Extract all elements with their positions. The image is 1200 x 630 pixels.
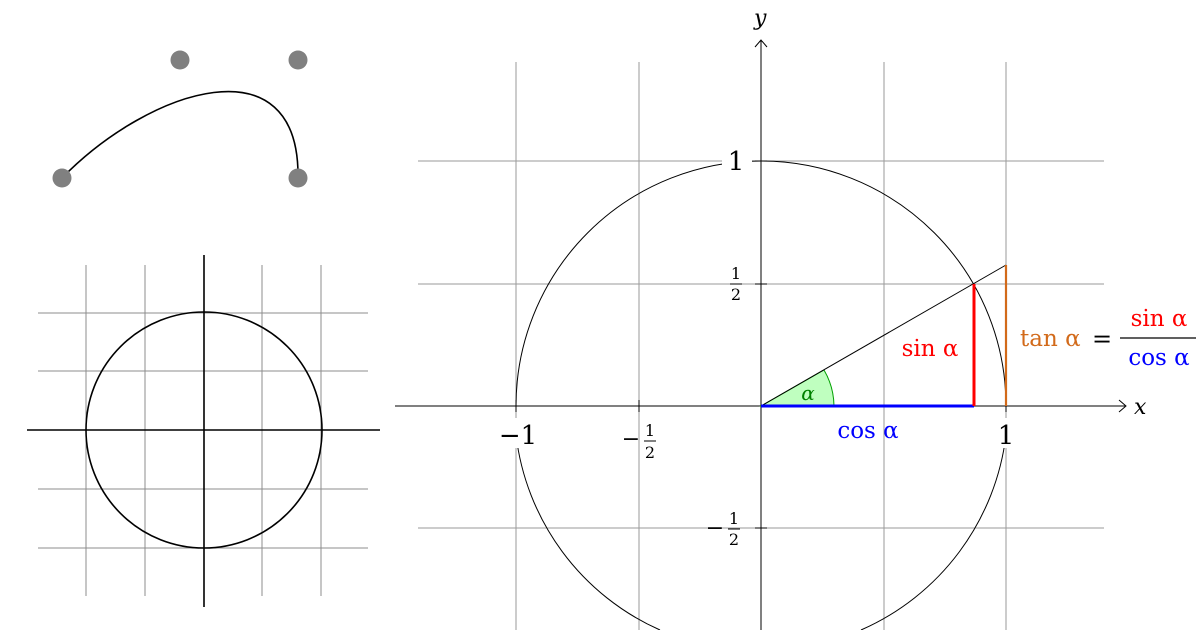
alpha-label: α [801,381,815,405]
x-axis-label: x [1134,395,1147,420]
x-tick-label-neg-half: − 1 2 [622,421,656,462]
bezier-panel [52,50,308,188]
bezier-end-point [288,168,308,188]
unit-circle-panel: x y −1 − 1 2 1 1 1 2 − 1 2 α sin α cos α [395,6,1196,630]
y-tick-half-num: 1 [731,264,741,283]
x-tick-neg-half-den: 2 [645,443,655,462]
tick-marks [515,160,1007,529]
x-tick-neg-half-sign: − [622,427,640,452]
y-tick-neg-half-sign: − [706,516,724,541]
small-circle [85,311,323,549]
y-tick-half-den: 2 [731,285,741,304]
tan-fraction-numerator: sin α [1131,306,1188,332]
bezier-control-point-1 [170,50,190,70]
unit-circle-lower-right-arc [860,434,1007,630]
x-tick-neg-half-num: 1 [645,421,655,440]
y-axis-label: y [753,6,767,31]
y-tick-neg-half-den: 2 [729,530,739,549]
y-tick-label-one: 1 [728,147,745,177]
x-tick-label-one: 1 [998,421,1015,451]
label-bg [722,146,752,176]
label-bg [990,418,1020,448]
unit-circle-lower-left-arc [515,434,661,630]
tan-label: tan α [1020,326,1081,352]
circle-grid-panel [27,255,380,607]
radius-line [760,264,1007,407]
tan-identity: tan α = sin α cos α [1020,306,1196,371]
y-tick-neg-half-num: 1 [729,509,739,528]
cos-label: cos α [837,418,898,444]
label-bg [500,418,540,448]
y-tick-label-neg-half: − 1 2 [706,509,740,549]
y-tick-label-half: 1 2 [730,264,742,304]
bezier-start-point [52,168,72,188]
y-axis-arrow [754,39,768,48]
sin-label: sin α [902,336,959,362]
x-tick-label-neg-one: −1 [499,421,537,451]
bezier-curve [61,90,299,179]
tan-fraction-denominator: cos α [1128,345,1189,371]
equals-sign: = [1092,325,1112,353]
bezier-control-point-2 [288,50,308,70]
x-axis-arrow [1118,399,1127,413]
angle-wedge [759,369,835,407]
